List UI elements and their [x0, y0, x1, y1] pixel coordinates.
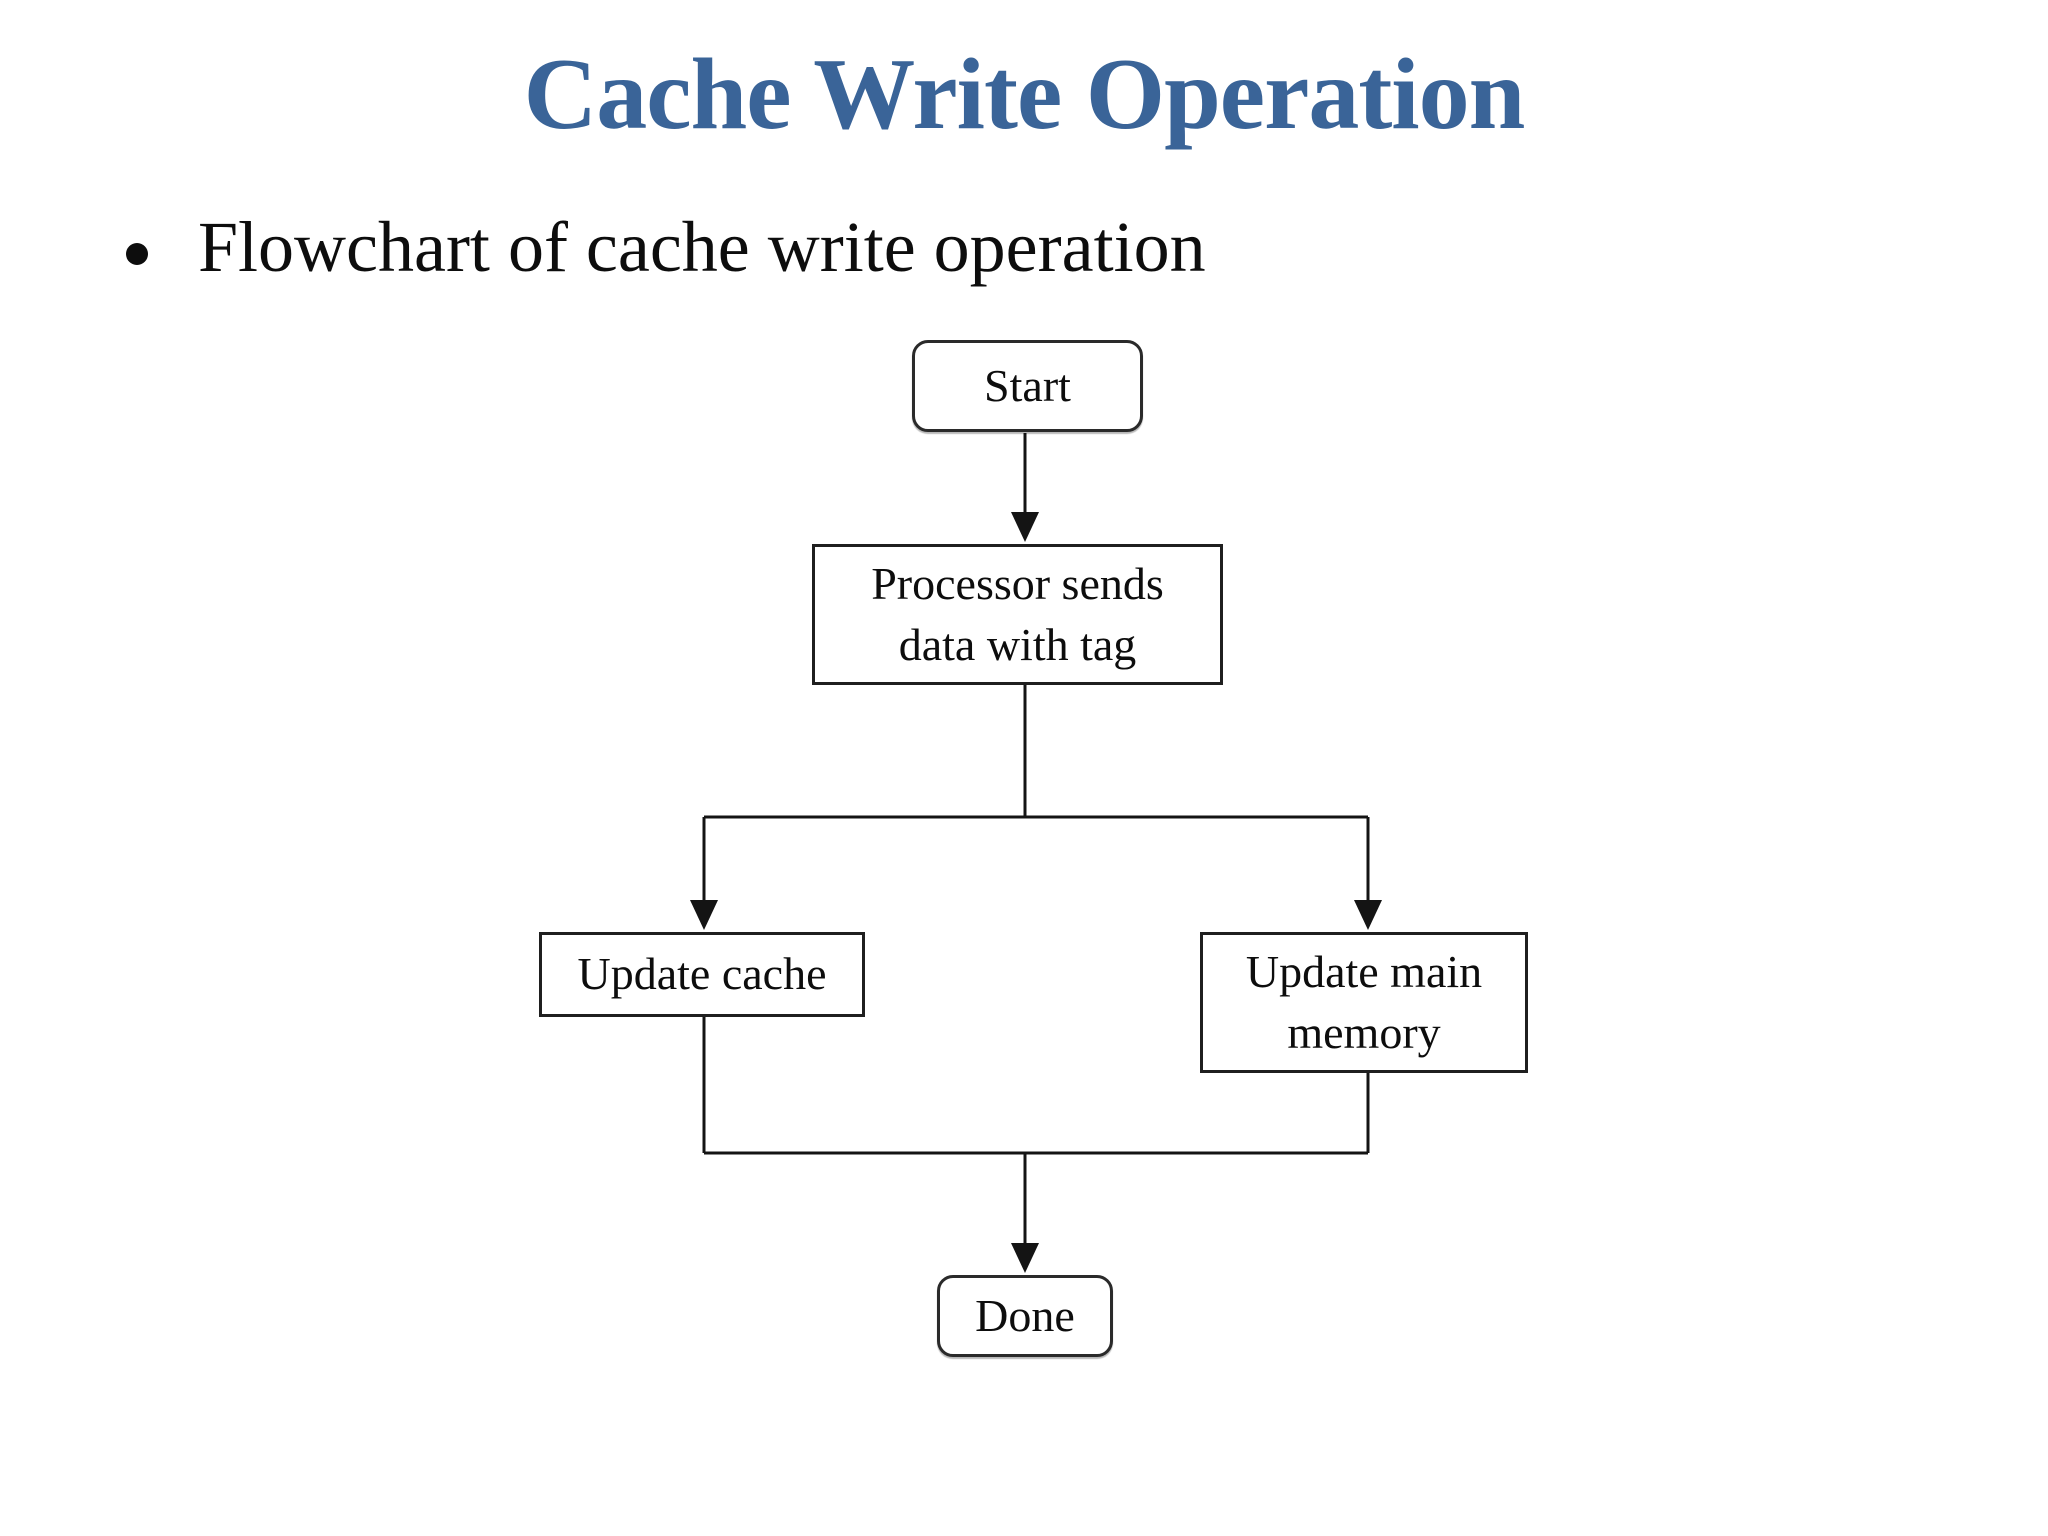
arrowhead-into-done-icon — [1011, 1243, 1039, 1273]
flowchart-node-start: Start — [912, 340, 1143, 432]
node-update-main-label-line1: Update main — [1245, 945, 1483, 997]
flowchart-node-processor-sends-data: Processor sends data with tag — [812, 544, 1223, 685]
bullet-text: Flowchart of cache write operation — [198, 207, 1206, 287]
bullet-marker — [126, 243, 148, 265]
arrowhead-into-process-icon — [1011, 512, 1039, 542]
bullet-item: Flowchart of cache write operation — [126, 206, 1206, 289]
flowchart-node-done: Done — [937, 1275, 1113, 1357]
node-process-label-line2: data with tag — [898, 618, 1137, 670]
page-title: Cache Write Operation — [523, 38, 1526, 151]
node-start-label: Start — [984, 359, 1071, 411]
arrowhead-into-update-cache-icon — [690, 900, 718, 930]
node-done-label: Done — [975, 1289, 1075, 1341]
arrowhead-into-update-main-icon — [1354, 900, 1382, 930]
node-update-main-label-line2: memory — [1287, 1006, 1441, 1058]
node-process-label-line1: Processor sends — [871, 557, 1164, 609]
flowchart-node-update-main-memory: Update main memory — [1200, 932, 1528, 1073]
flowchart-node-update-cache: Update cache — [539, 932, 865, 1017]
node-update-cache-label: Update cache — [577, 948, 827, 1000]
